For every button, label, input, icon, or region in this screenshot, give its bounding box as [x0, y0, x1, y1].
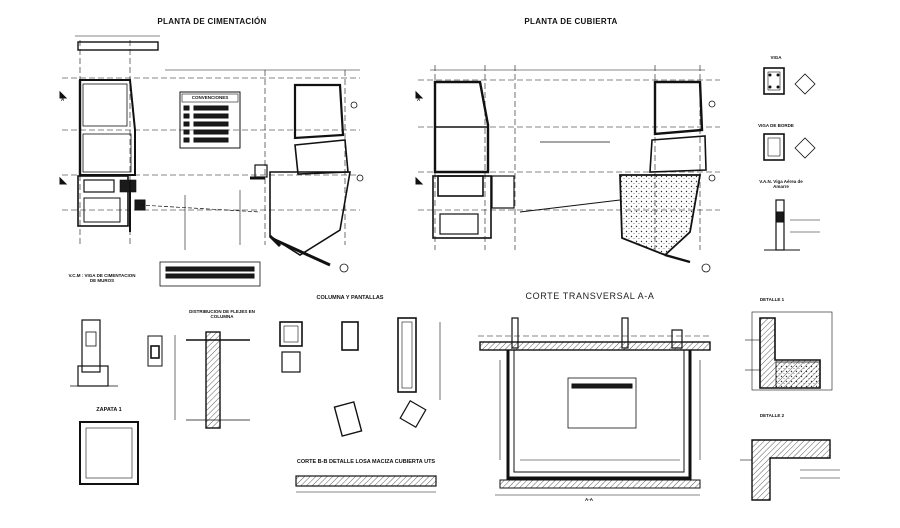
detail-1: [745, 311, 833, 391]
slab-detail-bb: [295, 475, 437, 493]
slab-cut-title: CORTE B-B DETALLE LOSA MACIZA CUBIERTA U…: [296, 459, 436, 465]
conventions-title: CONVENCIONES: [191, 95, 229, 100]
roof-plan-title: PLANTA DE CUBIERTA: [524, 17, 618, 26]
tie-beam-title: V.A.N. Viga Aérea de Amarre: [759, 179, 803, 189]
stirrups-title: DISTRIBUCION DE FLEJES EN COLUMNA: [189, 309, 255, 319]
detail-1-title: DETALLE 1: [759, 297, 785, 302]
section-tag: A-A: [585, 497, 593, 502]
columns-walls-title: COLUMNA Y PANTALLAS: [316, 295, 384, 301]
axis-a-left: A: [61, 97, 65, 102]
cross-section-title: CORTE TRANSVERSAL A-A: [525, 291, 655, 301]
beam-title: VIGA: [770, 55, 782, 60]
axis-a-roof: A: [417, 97, 421, 102]
footing-title: ZAPATA 1: [96, 407, 122, 413]
foundation-beam-title: V.C.M : VIGA DE CIMENTACION DE MUROS: [68, 273, 136, 283]
footing-detail: [79, 421, 139, 485]
detail-2-title: DETALLE 2: [759, 413, 785, 418]
edge-beam-title: VIGA DE BORDE: [758, 123, 794, 128]
beam-details: [763, 67, 820, 251]
foundation-plan-title: PLANTA DE CIMENTACIÓN: [157, 17, 267, 26]
foundation-plan: [59, 35, 364, 287]
column-walls-detail: [279, 317, 441, 437]
roof-plan: [415, 65, 720, 273]
cross-section-aa: [478, 317, 712, 496]
stirrup-distribution: [147, 331, 250, 429]
detail-2: [740, 439, 840, 501]
foundation-beam-detail: [70, 319, 118, 387]
